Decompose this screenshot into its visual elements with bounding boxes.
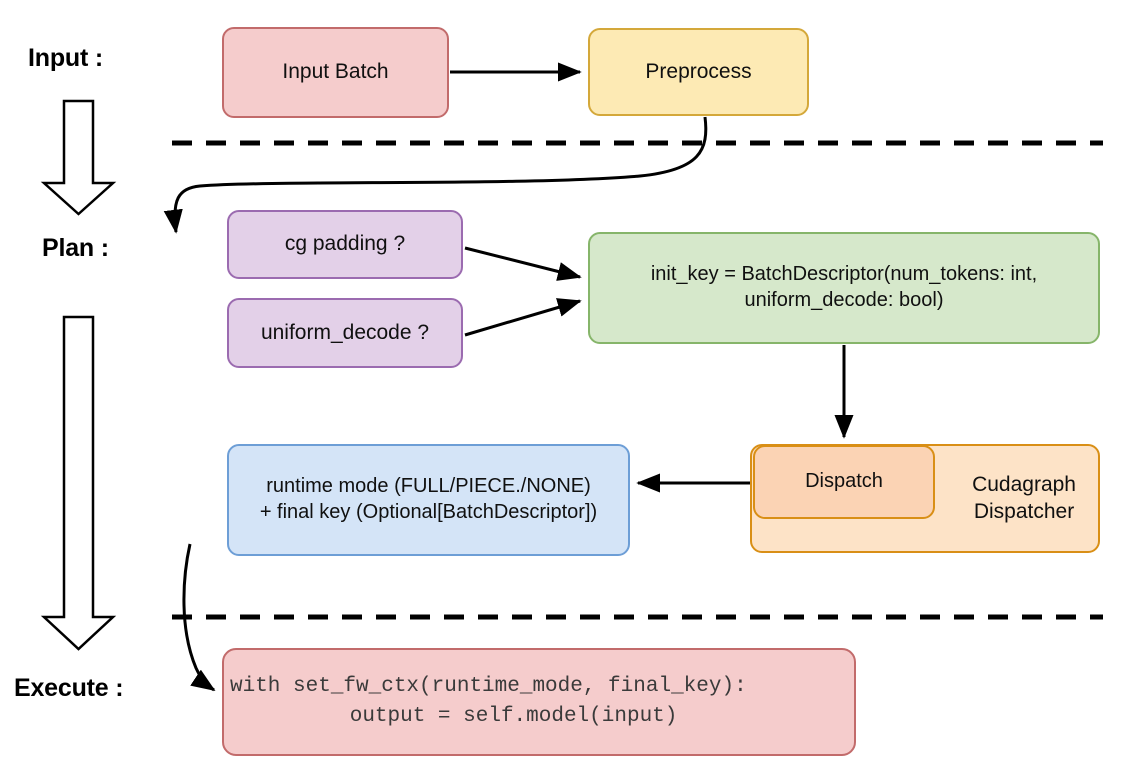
node-exec-code-label: with set_fw_ctx(runtime_mode, final_key)… xyxy=(230,675,747,728)
node-dispatch[interactable]: Dispatch xyxy=(753,445,935,519)
node-init-key[interactable]: init_key = BatchDescriptor(num_tokens: i… xyxy=(588,232,1100,344)
node-runtime-mode-label: runtime mode (FULL/PIECE./NONE) + final … xyxy=(259,475,598,523)
node-runtime-mode[interactable]: runtime mode (FULL/PIECE./NONE) + final … xyxy=(227,444,630,556)
node-exec-code[interactable]: with set_fw_ctx(runtime_mode, final_key)… xyxy=(222,648,856,756)
node-init-key-label: init_key = BatchDescriptor(num_tokens: i… xyxy=(650,263,1038,311)
node-cg-padding-label: cg padding ? xyxy=(284,232,406,256)
node-uniform-decode[interactable]: uniform_decode ? xyxy=(227,298,463,368)
edge-runtime-mode-to-exec-code xyxy=(182,543,216,692)
node-preprocess-label: Preprocess xyxy=(645,59,752,83)
edge-cg-padding-to-init-key xyxy=(464,246,582,281)
stage-label-execute: Execute : xyxy=(14,674,124,702)
stage-label-plan: Plan : xyxy=(42,234,109,262)
node-input-batch[interactable]: Input Batch xyxy=(222,27,449,118)
stage-label-input: Input : xyxy=(28,44,103,72)
stage-arrow-plan-to-execute xyxy=(40,315,117,651)
node-cudagraph-dispatcher-label: Cudagraph Dispatcher xyxy=(972,472,1076,523)
node-dispatch-label: Dispatch xyxy=(805,470,883,493)
edge-uniform-decode-to-init-key xyxy=(464,298,582,337)
node-input-batch-label: Input Batch xyxy=(282,60,389,84)
node-preprocess[interactable]: Preprocess xyxy=(588,28,809,116)
node-uniform-decode-label: uniform_decode ? xyxy=(260,320,430,344)
node-cg-padding[interactable]: cg padding ? xyxy=(227,210,463,279)
stage-arrow-input-to-plan xyxy=(40,99,117,216)
